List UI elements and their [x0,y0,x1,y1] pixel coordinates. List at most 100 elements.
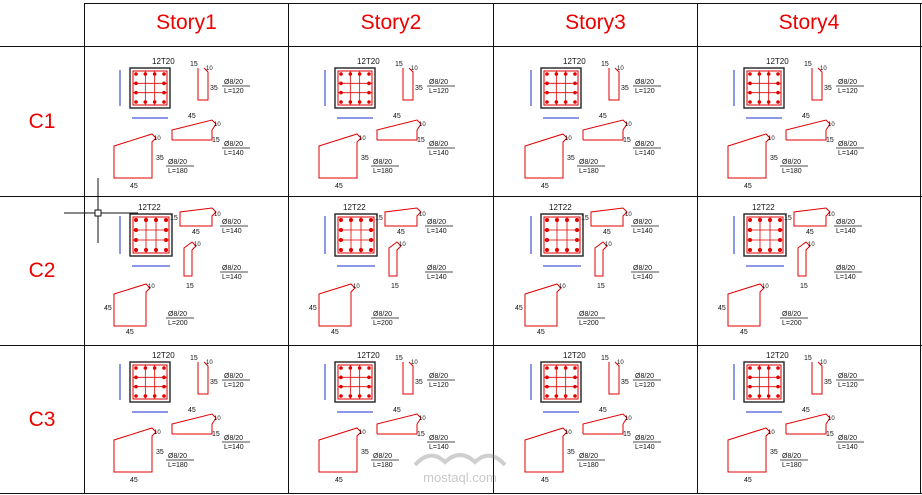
dim-b: 10 [617,66,624,72]
dim-c: 45 [192,229,200,236]
main-bar-label: 12T20 [766,351,789,360]
stirrup-label-1-spec: Ø8/20 [633,219,652,226]
stirrup-label-2-spec: Ø8/20 [838,435,857,442]
stirrup-shape-3 [113,133,157,179]
stirrup-label-3-length: L=200 [579,320,599,327]
column-section [119,213,173,267]
stirrup-label-3-spec: Ø8/20 [579,311,598,318]
grid-top [84,3,922,4]
dim-d: 10 [399,242,406,248]
dim-h: 45 [740,329,748,336]
stirrup-shape-1 [402,67,414,101]
rebar-dot [134,218,138,222]
dim-d: 45 [188,407,196,414]
stirrup-label-2-spec: Ø8/20 [429,141,448,148]
stirrup-label-2-length: L=140 [427,274,447,281]
stirrup-shape-2 [594,241,608,277]
dim-c: 45 [806,229,814,236]
dim-d: 45 [393,407,401,414]
dim-i: 45 [130,477,138,484]
stirrup-label-1-length: L=120 [838,88,858,95]
column-section [733,361,785,413]
main-bar-label: 12T20 [563,57,586,66]
grid-col1 [288,3,289,493]
dim-f: 10 [148,284,155,290]
dim-a: 15 [581,215,589,222]
stirrup-label-1-length: L=140 [633,228,653,235]
dim-g: 10 [565,136,572,142]
dim-e: 10 [419,416,426,422]
rebar-dot [573,366,577,370]
column-section [119,67,171,119]
column-section [324,67,376,119]
stirrup-label-1-spec: Ø8/20 [836,219,855,226]
stirrup-shape-1 [608,361,620,395]
dim-b: 10 [411,360,418,366]
stirrup-label-1-length: L=120 [635,88,655,95]
dim-b: 10 [206,66,213,72]
grid-col4 [920,3,921,493]
rebar-dot [162,366,166,370]
stirrup-label-2-spec: Ø8/20 [224,435,243,442]
stirrup-label-3-length: L=200 [782,320,802,327]
dim-h: 35 [156,155,164,162]
dim-a: 15 [395,61,403,68]
dim-a: 15 [395,355,403,362]
stirrup-label-1-spec: Ø8/20 [429,373,448,380]
stirrup-shape-2 [785,413,831,435]
rebar-dot [776,72,780,76]
dim-a: 15 [375,215,383,222]
dim-e: 10 [625,122,632,128]
rebar-dot [339,394,343,398]
concrete-outline [334,213,378,257]
dim-i: 45 [541,183,549,190]
stirrup-label-3-length: L=200 [168,320,188,327]
concrete-outline [743,361,785,403]
rebar-dot [164,248,168,252]
stirrup-label-3-spec: Ø8/20 [579,159,598,166]
dim-a: 15 [190,355,198,362]
dim-f: 10 [762,284,769,290]
stirrup-shape-2 [797,241,811,277]
column-header-story1: Story1 [156,11,217,34]
concrete-outline [540,213,584,257]
stirrup-label-2-length: L=140 [836,274,856,281]
dim-e: 15 [391,283,399,290]
stirrup-shape-2 [376,119,422,141]
stirrup-shape-2 [582,119,628,141]
dim-c: 35 [210,379,218,386]
stirrup-label-2-spec: Ø8/20 [635,141,654,148]
main-bar-label: 12T20 [563,351,586,360]
rebar-dot [339,218,343,222]
dim-c: 35 [210,85,218,92]
grid-col0 [84,3,85,493]
dim-h: 45 [537,329,545,336]
stirrup-label-3-length: L=180 [373,462,393,469]
dim-e: 15 [597,283,605,290]
stirrup-shape-3 [727,133,771,179]
stirrup-label-1-spec: Ø8/20 [224,373,243,380]
stirrup-shape-2 [171,413,217,435]
stirrup-label-2-length: L=140 [635,150,655,157]
dim-c: 35 [621,379,629,386]
column-section [530,67,582,119]
dim-f: 15 [212,137,220,144]
stirrup-label-2-length: L=140 [429,444,449,451]
dim-g: 10 [768,430,775,436]
dim-d: 10 [808,242,815,248]
dim-h: 35 [567,449,575,456]
stirrup-label-2-spec: Ø8/20 [635,435,654,442]
grid-col2 [493,3,494,493]
dim-e: 10 [625,416,632,422]
stirrup-label-3-spec: Ø8/20 [168,453,187,460]
stirrup-shape-1 [590,207,628,227]
dim-c: 45 [397,229,405,236]
stirrup-label-3-spec: Ø8/20 [168,159,187,166]
stirrup-label-1-spec: Ø8/20 [635,79,654,86]
